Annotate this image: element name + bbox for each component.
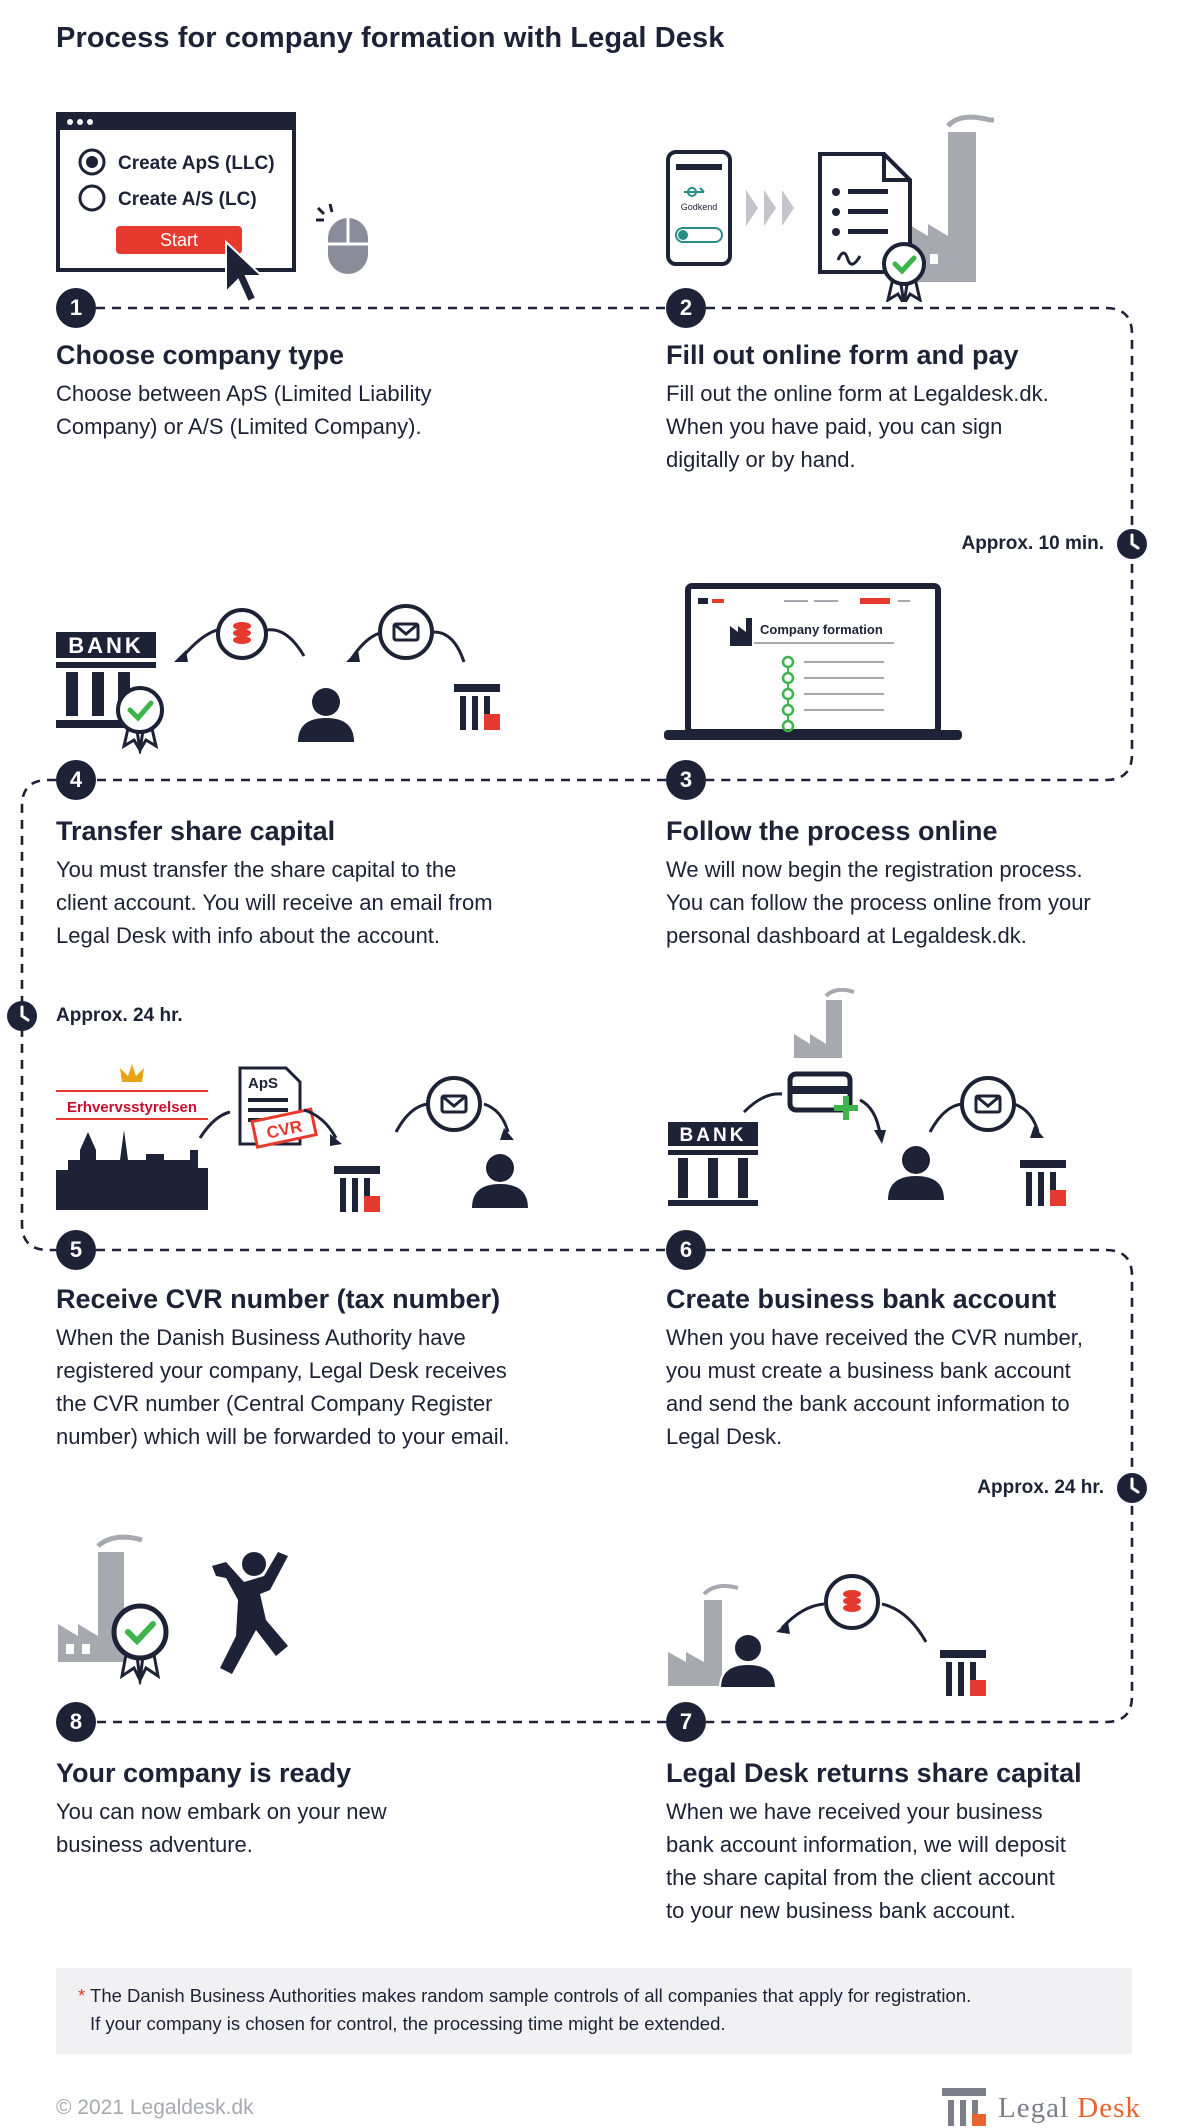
crown-icon: [120, 1064, 144, 1082]
brand-wordmark: Legal Desk: [998, 2092, 1141, 2124]
dashboard-label: Company formation: [760, 622, 883, 637]
arrows-icon: [746, 190, 794, 226]
step-number: 3: [666, 760, 706, 800]
step-number: 2: [666, 288, 706, 328]
step-description: When you have received the CVR number,yo…: [666, 1325, 1084, 1449]
time-label: Approx. 24 hr.: [56, 1005, 183, 1026]
business-bank-account-illustration: BANK: [668, 988, 1066, 1206]
step-heading: Your company is ready: [56, 1758, 352, 1788]
person-icon: [888, 1146, 944, 1200]
legal-desk-logo-icon: [942, 2088, 986, 2126]
footnote-text: * The Danish Business Authorities makes …: [78, 1985, 972, 2034]
email-icon: [960, 1076, 1016, 1132]
step-3: Follow the process online We will now be…: [666, 816, 1186, 952]
email-icon: [378, 604, 434, 660]
company-type-form-illustration: Create ApS (LLC) Create A/S (LC) Start: [56, 112, 368, 302]
option-as-label: Create A/S (LC): [118, 189, 257, 210]
clock-icon: [1117, 1473, 1147, 1503]
step-6: Create business bank account When you ha…: [666, 1284, 1186, 1453]
card-add-icon: [787, 1071, 858, 1120]
step-7: Legal Desk returns share capital When we…: [666, 1758, 1186, 1927]
authority-label: Erhvervsstyrelsen: [67, 1099, 197, 1116]
legal-desk-pillar-icon: [334, 1166, 380, 1212]
coins-icon: [824, 1574, 880, 1630]
step-number: 4: [56, 760, 96, 800]
step-heading: Choose company type: [56, 340, 345, 370]
jumping-person-icon: [212, 1552, 288, 1674]
step-number: 6: [666, 1230, 706, 1270]
aps-document-icon: ApS CVR: [238, 1066, 318, 1149]
certificate-badge-icon: [116, 686, 164, 755]
clock-icon: [7, 1001, 37, 1031]
step-4: Transfer share capital You must transfer…: [56, 816, 576, 952]
factory-icon: [58, 1534, 143, 1662]
mouse-icon: [316, 203, 368, 274]
online-form-illustration: Godkend: [666, 114, 994, 302]
approve-label: Godkend: [681, 202, 718, 212]
legal-desk-pillar-icon: [1020, 1160, 1066, 1206]
share-capital-return-illustration: [668, 1574, 986, 1696]
step-heading: Receive CVR number (tax number): [56, 1284, 501, 1314]
step-number: 8: [56, 1702, 96, 1742]
start-button-label: Start: [160, 230, 198, 250]
footnote-box: * The Danish Business Authorities makes …: [56, 1968, 1132, 2054]
step-description: Fill out the online form at Legaldesk.dk…: [666, 381, 1049, 472]
step-1: Choose company type Choose between ApS (…: [56, 340, 576, 443]
share-capital-transfer-illustration: BANK: [56, 604, 500, 755]
step-heading: Follow the process online: [666, 816, 998, 846]
person-icon: [472, 1154, 528, 1208]
certificate-badge-icon: [111, 1603, 169, 1686]
factory-icon: [794, 988, 855, 1058]
dashboard-laptop-illustration: Company formation: [664, 583, 962, 740]
clock-icon: [1117, 529, 1147, 559]
step-description: You must transfer the share capital to t…: [56, 857, 493, 948]
bank-icon: BANK: [668, 1122, 758, 1206]
step-number: 5: [56, 1230, 96, 1270]
step-5: Receive CVR number (tax number) When the…: [56, 1284, 616, 1453]
legal-desk-pillar-icon: [940, 1650, 986, 1696]
step-heading: Create business bank account: [666, 1284, 1057, 1314]
svg-text:BANK: BANK: [680, 1125, 747, 1146]
time-label: Approx. 10 min.: [961, 533, 1104, 554]
coins-icon: [216, 608, 268, 660]
option-aps-label: Create ApS (LLC): [118, 153, 275, 174]
person-icon: [298, 688, 354, 742]
copyright: © 2021 Legaldesk.dk: [56, 2096, 254, 2119]
step-2: Fill out online form and pay Fill out th…: [666, 340, 1186, 476]
svg-text:ApS: ApS: [248, 1075, 278, 1092]
authority-building-icon: [56, 1130, 208, 1210]
cvr-number-illustration: Erhvervsstyrelsen ApS CVR: [56, 1064, 528, 1212]
factory-icon: [668, 1584, 739, 1686]
step-description: We will now begin the registration proce…: [666, 857, 1091, 948]
step-heading: Transfer share capital: [56, 816, 336, 846]
step-heading: Legal Desk returns share capital: [666, 1758, 1082, 1788]
company-ready-illustration: [58, 1534, 288, 1686]
step-8: Your company is ready You can now embark…: [56, 1758, 576, 1861]
person-icon: [718, 1633, 778, 1689]
legal-desk-pillar-icon: [454, 684, 500, 730]
step-number: 1: [56, 288, 96, 328]
time-label: Approx. 24 hr.: [977, 1477, 1104, 1498]
page-title: Process for company formation with Legal…: [56, 22, 725, 54]
step-number: 7: [666, 1702, 706, 1742]
step-heading: Fill out online form and pay: [666, 340, 1019, 370]
cursor-icon: [225, 239, 265, 302]
certificate-badge-icon: [882, 242, 926, 302]
svg-text:BANK: BANK: [68, 633, 144, 658]
email-icon: [426, 1076, 482, 1132]
